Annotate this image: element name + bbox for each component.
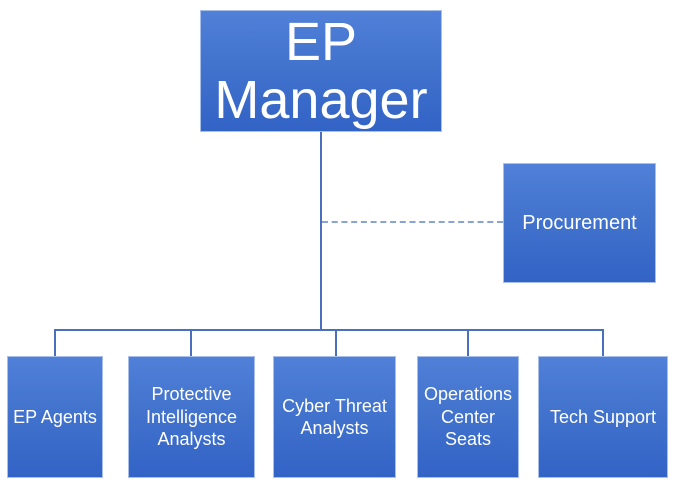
org-node-label: EP Agents <box>13 406 97 427</box>
org-node-ep-agents: EP Agents <box>7 356 103 478</box>
org-node-label: Cyber Threat Analysts <box>282 395 387 439</box>
org-node-label: EP Manager <box>214 11 428 130</box>
connector-drop-cyber-threat-analysts <box>335 331 337 356</box>
org-node-label: Operations Center Seats <box>423 384 513 450</box>
org-node-ep-manager: EP Manager <box>200 10 442 132</box>
connector-rake-horizontal <box>54 329 604 331</box>
org-node-operations-center-seats: Operations Center Seats <box>417 356 519 478</box>
org-node-label: Procurement <box>522 211 637 234</box>
org-node-label: Protective Intelligence Analysts <box>145 384 238 450</box>
org-node-procurement: Procurement <box>503 163 656 283</box>
connector-root-to-rake <box>320 132 322 329</box>
connector-dashed-to-procurement <box>322 221 503 223</box>
connector-drop-tech-support <box>602 331 604 356</box>
org-node-label: Tech Support <box>549 406 657 427</box>
connector-drop-ep-agents <box>54 331 56 356</box>
org-node-cyber-threat-analysts: Cyber Threat Analysts <box>273 356 396 478</box>
org-node-protective-intelligence-analysts: Protective Intelligence Analysts <box>128 356 255 478</box>
connector-drop-protective-intelligence-analysts <box>190 331 192 356</box>
org-node-tech-support: Tech Support <box>538 356 668 478</box>
connector-drop-operations-center-seats <box>467 331 469 356</box>
